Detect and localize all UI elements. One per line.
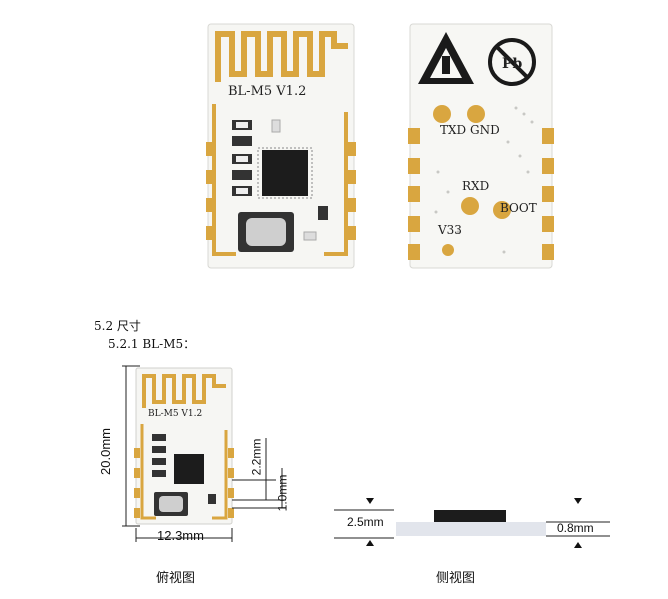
module-front-photo: BL-M5 V1.2 [206,23,356,269]
back-pads [408,105,554,260]
pin-label-rxd: RXD [462,179,489,193]
pin-gap-dimension-label: 1.0mm [275,474,290,512]
pitch-dimension-label: 2.2mm [249,438,264,476]
pin-label-gnd: GND [470,123,500,137]
arrow-down-icon [366,498,374,504]
passive-components [232,119,328,241]
width-dimension-label: 12.3mm [157,528,204,543]
arrow-up-icon [574,542,582,548]
section-heading: 5.2 尺寸 [94,319,141,333]
section-subheading: 5.2.1 BL-M5： [108,337,196,351]
arrow-up-icon [366,540,374,546]
antenna-trace [215,31,348,82]
module-back-photo: Pb TXD GND RXD BOOT V33 [408,23,554,269]
svg-text:Pb: Pb [502,56,523,72]
top-view-silkscreen: BL-M5 V1.2 [148,409,202,419]
pcb-thickness-label: 0.8mm [557,521,594,535]
height-dimension-label: 20.0mm [97,428,113,475]
total-thickness-label: 2.5mm [347,515,384,529]
esd-warning-icon [418,32,474,84]
side-view-drawing [334,498,610,548]
arrow-down-icon [574,498,582,504]
side-chip [434,510,506,522]
pb-free-icon: Pb [488,38,536,86]
pin-label-v33: V33 [437,223,462,237]
front-silkscreen-label: BL-M5 V1.2 [228,84,306,99]
top-view-caption: 俯视图 [156,571,196,586]
top-view-chip [174,454,204,484]
main-chip [262,150,308,196]
pin-label-txd: TXD [440,123,466,137]
top-view-drawing: BL-M5 V1.2 [122,365,286,542]
side-pads [206,142,356,240]
side-view-caption: 侧视图 [436,571,476,586]
side-pcb [396,522,546,536]
pin-label-boot: BOOT [500,201,537,215]
